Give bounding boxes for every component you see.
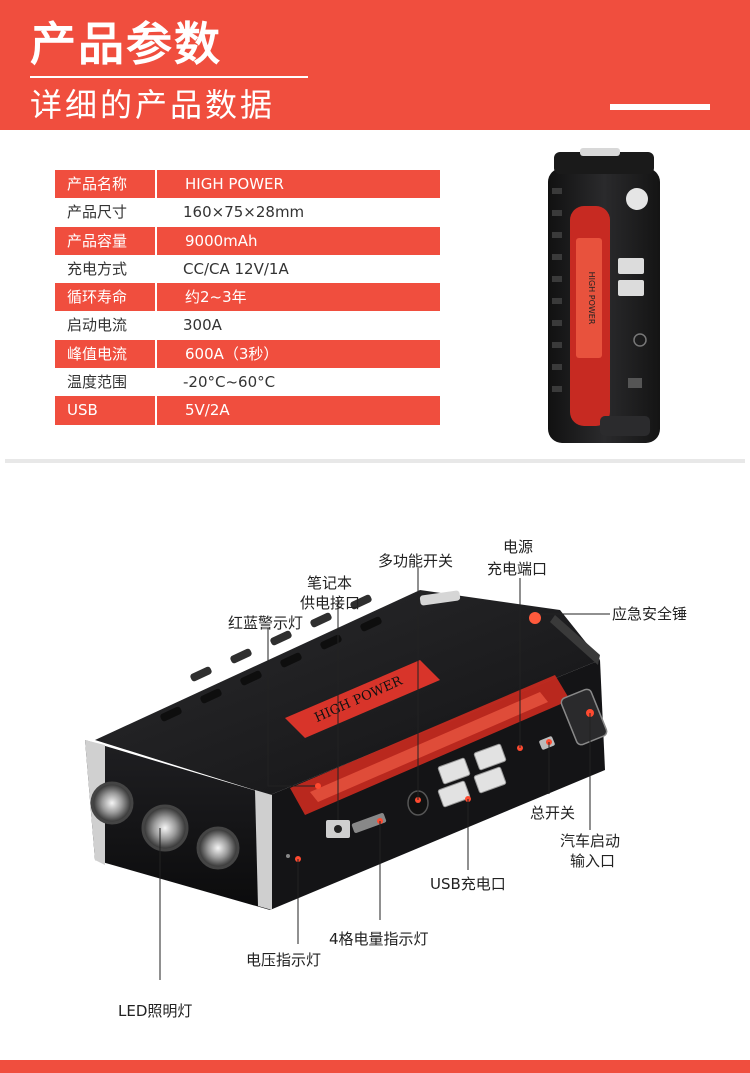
- spec-key: 产品尺寸: [67, 203, 128, 222]
- spec-key: 温度范围: [67, 373, 128, 392]
- spec-key: 产品名称: [55, 170, 155, 199]
- callout-battery-indicator: 4格电量指示灯: [329, 930, 429, 948]
- spec-value: 9000mAh: [157, 226, 440, 255]
- spec-value: 160×75×28mm: [183, 203, 305, 222]
- spec-key: 循环寿命: [55, 283, 155, 312]
- callout-main-switch: 总开关: [530, 804, 576, 822]
- spec-key: 启动电流: [67, 316, 128, 335]
- device-illustration: HIGH POWER: [85, 568, 610, 980]
- callout-laptop-line2: 供电接口: [300, 594, 361, 612]
- header-banner: 产品参数 详细的产品数据: [0, 0, 750, 130]
- callout-multi-switch: 多功能开关: [378, 552, 454, 570]
- spec-value: -20°C~60°C: [183, 373, 276, 392]
- spec-key: 产品容量: [55, 226, 155, 255]
- callout-power-port-line1: 电源: [503, 538, 534, 556]
- product-brand-text: HIGH POWER: [587, 272, 596, 325]
- feature-diagram: HIGH POWER: [0, 470, 750, 1060]
- spec-row: 产品尺寸 160×75×28mm: [55, 198, 440, 226]
- title-underline: [30, 76, 308, 78]
- product-photo-side: HIGH POWER: [548, 148, 660, 443]
- callout-hammer: 应急安全锤: [612, 605, 688, 623]
- spec-key: 峰值电流: [55, 339, 155, 369]
- spec-row: 启动电流 300A: [55, 311, 440, 339]
- spec-row: 充电方式 CC/CA 12V/1A: [55, 255, 440, 283]
- spec-value: 约2~3年: [157, 283, 440, 312]
- page-subtitle: 详细的产品数据: [30, 86, 276, 124]
- spec-value: 5V/2A: [157, 396, 440, 425]
- callout-usb-port: USB充电口: [430, 875, 506, 893]
- spec-key: 充电方式: [67, 259, 128, 278]
- page-title: 产品参数: [30, 17, 222, 71]
- spec-value: 300A: [183, 316, 222, 335]
- callout-car-start-line1: 汽车启动: [560, 832, 621, 850]
- spec-row: 温度范围 -20°C~60°C: [55, 368, 440, 396]
- spec-value: 600A（3秒）: [157, 339, 440, 369]
- callout-led-light: LED照明灯: [118, 1002, 193, 1020]
- spec-value: CC/CA 12V/1A: [183, 259, 289, 278]
- header-accent-bar: [610, 104, 710, 110]
- spec-value: HIGH POWER: [157, 170, 440, 199]
- callout-voltage-indicator: 电压指示灯: [246, 951, 322, 969]
- section-divider: [5, 459, 745, 463]
- callout-power-port-line2: 充电端口: [487, 560, 548, 578]
- callout-warning-light: 红蓝警示灯: [228, 614, 304, 632]
- spec-row: 循环寿命约2~3年: [55, 283, 440, 312]
- spec-key: USB: [55, 396, 155, 425]
- footer-bar: [0, 1060, 750, 1073]
- callout-laptop-line1: 笔记本: [307, 574, 353, 592]
- callout-car-start-line2: 输入口: [570, 852, 616, 870]
